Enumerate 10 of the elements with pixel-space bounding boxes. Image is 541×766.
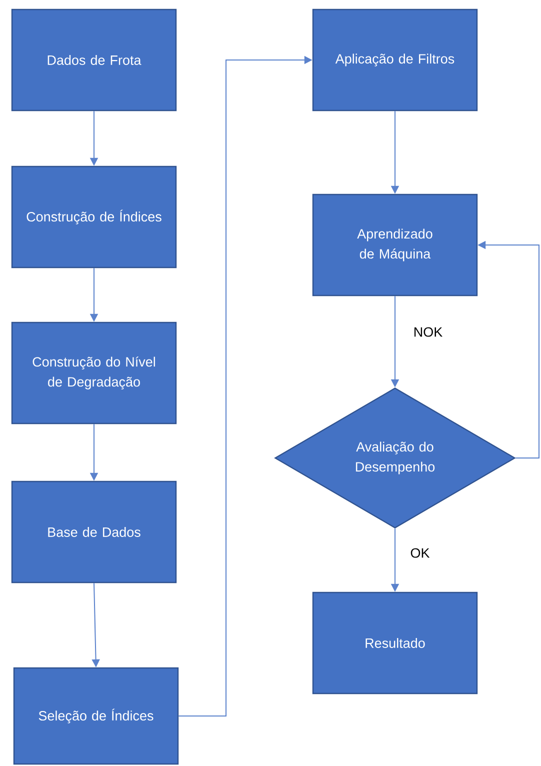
process-box: Aprendizado de Máquina [312, 194, 478, 296]
process-box: Construção de Índices [11, 166, 177, 268]
process-box: Dados de Frota [11, 8, 177, 112]
edge-label: NOK [412, 326, 444, 338]
process-box: Seleção de Índices [13, 667, 179, 765]
edge-label: OK [409, 547, 431, 559]
process-box: Resultado [312, 592, 478, 694]
process-box: Aplicação de Filtros [312, 8, 478, 112]
process-box: Construção do Nível de Degradação [11, 322, 177, 424]
process-box: Base de Dados [11, 480, 177, 584]
